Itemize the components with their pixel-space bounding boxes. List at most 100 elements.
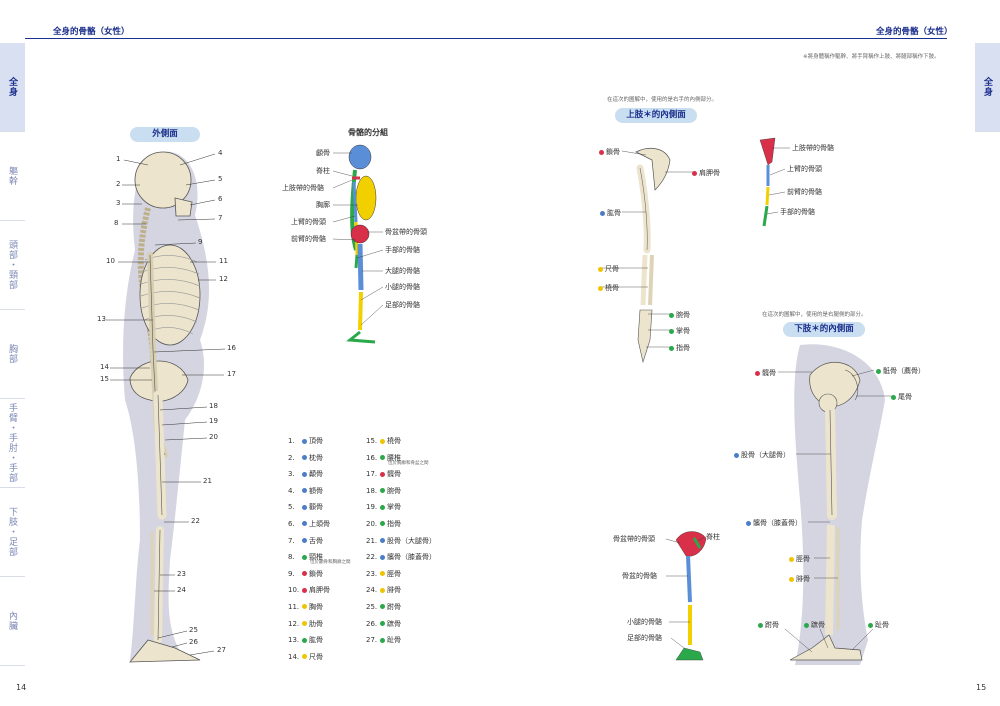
group-label-foot: 足部的骨骼 <box>385 301 420 309</box>
callout-2: 2 <box>116 180 121 188</box>
callout-13: 13 <box>97 315 106 323</box>
color-dot <box>380 621 385 627</box>
lower-label-coccyx: 尾骨 <box>891 392 912 402</box>
upper-label-carpals: 腕骨 <box>669 310 690 320</box>
sidebar-tab-organs[interactable]: 內臟 <box>0 577 25 666</box>
callout-12: 12 <box>219 275 228 283</box>
sidebar-tab-arm[interactable]: 手臂・手肘・手部 <box>0 399 25 488</box>
legend-label: 腕骨 <box>387 486 401 495</box>
legend-item: 10.肩胛骨 <box>288 582 330 599</box>
callout-27: 27 <box>217 646 226 654</box>
color-dot <box>302 488 307 494</box>
arm-group-hand: 手部的骨骼 <box>780 208 815 216</box>
upper-label-ulna: 尺骨 <box>598 264 619 274</box>
lower-limb-note: 在這次的圖解中，使用的是右腿側的部分。 <box>762 312 867 318</box>
legend-label: 腓骨 <box>387 586 401 595</box>
legend-number: 19. <box>366 503 378 512</box>
left-header-rule <box>25 38 500 39</box>
legend-label: 顳骨 <box>309 470 323 479</box>
legend-number: 27. <box>366 636 378 645</box>
color-dot <box>302 604 307 610</box>
legend-number: 18. <box>366 486 378 495</box>
left-page-number: 14 <box>16 683 27 692</box>
callout-7: 7 <box>218 214 223 222</box>
upper-label-metacarpals: 掌骨 <box>669 326 690 336</box>
legend-label: 肩胛骨 <box>309 586 330 595</box>
callout-6: 6 <box>218 195 223 203</box>
upper-label-phalanges: 指骨 <box>669 343 690 353</box>
legend-number: 5. <box>288 503 295 512</box>
callout-23: 23 <box>177 570 186 578</box>
callout-18: 18 <box>209 402 218 410</box>
callout-26: 26 <box>189 638 198 646</box>
upper-label-radius: 橈骨 <box>598 283 619 293</box>
lower-label-sacrum: 骶骨（薦骨） <box>876 366 925 376</box>
leg-group-foot: 足部的骨骼 <box>627 634 662 642</box>
leg-group-pelvic: 骨盆帶的骨頭 <box>613 535 655 543</box>
legend-item: 13.肱骨 <box>288 632 330 649</box>
lower-limb-label: 下肢＊的內側面 <box>783 322 865 337</box>
color-dot <box>302 554 307 560</box>
color-dot <box>302 621 307 627</box>
legend-label: 髕骨（膝蓋骨） <box>387 553 436 562</box>
sidebar-tab-lower-limb[interactable]: 下肢・足部 <box>0 488 25 577</box>
legend-label: 掌骨 <box>387 503 401 512</box>
sidebar-tab-head-neck[interactable]: 頭部・頸部 <box>0 221 25 310</box>
color-dot <box>302 521 307 527</box>
legend-item: 18. 腕骨 <box>366 483 436 500</box>
callout-4: 4 <box>218 149 223 157</box>
legend-item: 1.頂骨 <box>288 433 330 450</box>
legend-number: 12. <box>288 619 300 628</box>
group-label-pelvic-girdle: 骨盆帶的骨頭 <box>385 228 427 236</box>
legend-label: 脛骨 <box>387 569 401 578</box>
leg-group-lower-leg: 小腿的骨骼 <box>627 618 662 626</box>
right-header-rule <box>500 38 947 39</box>
color-dot <box>302 654 307 660</box>
sidebar-tab-trunk[interactable]: 軀幹 <box>0 132 25 221</box>
legend-number: 4. <box>288 486 295 495</box>
right-page-number: 15 <box>976 683 987 692</box>
legend-number: 25. <box>366 602 378 611</box>
legend-label: 枕骨 <box>309 453 323 462</box>
legend-item: 19. 掌骨 <box>366 499 436 516</box>
color-dot <box>380 571 385 577</box>
lower-label-hip: 髖骨 <box>755 368 776 378</box>
upper-label-scapula: 肩胛骨 <box>692 168 720 178</box>
callout-20: 20 <box>209 433 218 441</box>
sidebar-tab-whole-body-right[interactable]: 全身 <box>975 43 1000 132</box>
color-dot <box>302 438 307 444</box>
legend-item: 21.股骨（大腿骨） <box>366 533 436 550</box>
legend-number: 16. <box>366 453 378 462</box>
upper-label-humerus: 肱骨 <box>600 208 621 218</box>
lower-label-femur: 股骨（大腿骨） <box>734 450 790 460</box>
legend-number: 15. <box>366 437 378 445</box>
legend-item: 17.髖骨 <box>366 466 436 483</box>
legend-item: 9.鎖骨 <box>288 566 330 583</box>
legend-label: 髖骨 <box>387 470 401 479</box>
color-dot <box>302 504 307 510</box>
legend-label: 指骨 <box>387 519 401 528</box>
legend-item: 26.蹠骨 <box>366 616 436 633</box>
legend-number: 6. <box>288 519 295 528</box>
group-label-skull: 顱骨 <box>316 149 330 157</box>
sidebar-tab-chest[interactable]: 胸部 <box>0 310 25 399</box>
callout-5: 5 <box>218 175 223 183</box>
legend-item: 4.額骨 <box>288 483 330 500</box>
legend-number: 3. <box>288 470 295 479</box>
legend-label: 趾骨 <box>387 636 401 645</box>
group-label-forearm: 前臂的骨骼 <box>291 235 326 243</box>
color-dot <box>380 604 385 610</box>
legend-item: 8.頸椎位於顱骨和胸廓之間 <box>288 549 351 566</box>
legend-label: 跗骨 <box>387 602 401 611</box>
legend-item: 25. 跗骨 <box>366 599 436 616</box>
color-dot <box>302 455 307 461</box>
legend-label: 顴骨 <box>309 503 323 512</box>
sidebar-tab-whole-body[interactable]: 全身 <box>0 43 25 132</box>
legend-number: 8. <box>288 553 295 562</box>
legend-label: 舌骨 <box>309 536 323 545</box>
legend-subnote: 位於胸廓和骨盆之間 <box>388 460 429 466</box>
color-dot <box>599 149 604 155</box>
